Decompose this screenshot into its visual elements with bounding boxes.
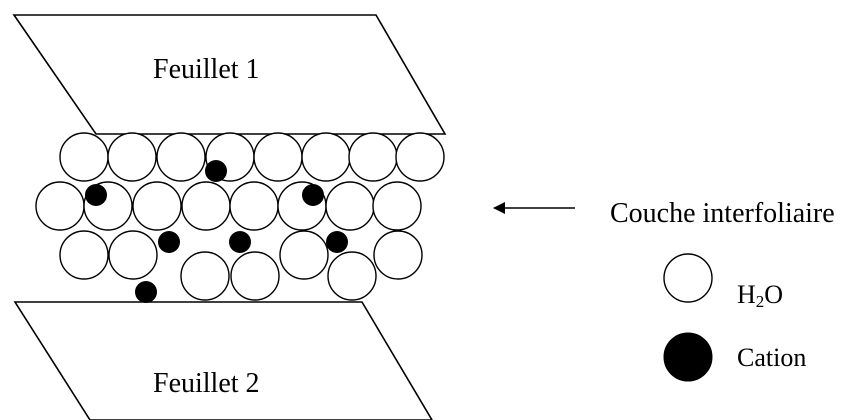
cations: [85, 160, 348, 303]
sheet-top-label: Feuillet 1: [153, 54, 260, 85]
legend-water-symbol: [663, 253, 713, 303]
cation-3: [302, 184, 324, 206]
water-molecule-5: [253, 132, 303, 182]
water-molecule-12: [181, 181, 231, 231]
legend-cation-symbol: [663, 332, 713, 382]
legend-water-main: H: [737, 280, 756, 309]
cation-5: [229, 231, 251, 253]
legend-water-label: H2O: [737, 280, 784, 311]
water-molecule-19: [180, 251, 230, 301]
water-molecule-8: [395, 132, 445, 182]
cation-6: [326, 231, 348, 253]
water-molecules: [35, 132, 445, 301]
interlayer-label: Couche interfoliaire: [610, 198, 835, 229]
cation-7: [135, 281, 157, 303]
water-molecule-22: [327, 251, 377, 301]
water-molecule-11: [132, 181, 182, 231]
cation-4: [158, 231, 180, 253]
sheet-top: [12, 14, 447, 135]
water-molecule-17: [59, 230, 109, 280]
water-molecule-9: [35, 181, 85, 231]
water-molecule-21: [279, 230, 329, 280]
legend-water-subscript: 2: [755, 292, 765, 311]
cation-1: [205, 160, 227, 182]
water-molecule-18: [108, 230, 158, 280]
water-molecule-2: [107, 132, 157, 182]
water-molecule-20: [230, 251, 280, 301]
water-molecule-3: [156, 132, 206, 182]
legend-water-tail: O: [764, 280, 784, 309]
water-molecule-23: [373, 230, 423, 280]
cation-2: [85, 184, 107, 206]
water-molecule-7: [348, 132, 398, 182]
sheet-bottom: [13, 301, 433, 420]
water-molecule-13: [229, 181, 279, 231]
water-molecule-1: [59, 132, 109, 182]
water-molecule-16: [372, 181, 422, 231]
water-molecule-6: [301, 132, 351, 182]
water-molecule-15: [325, 181, 375, 231]
legend-cation-label: Cation: [737, 343, 807, 372]
sheet-bottom-label: Feuillet 2: [153, 368, 260, 399]
